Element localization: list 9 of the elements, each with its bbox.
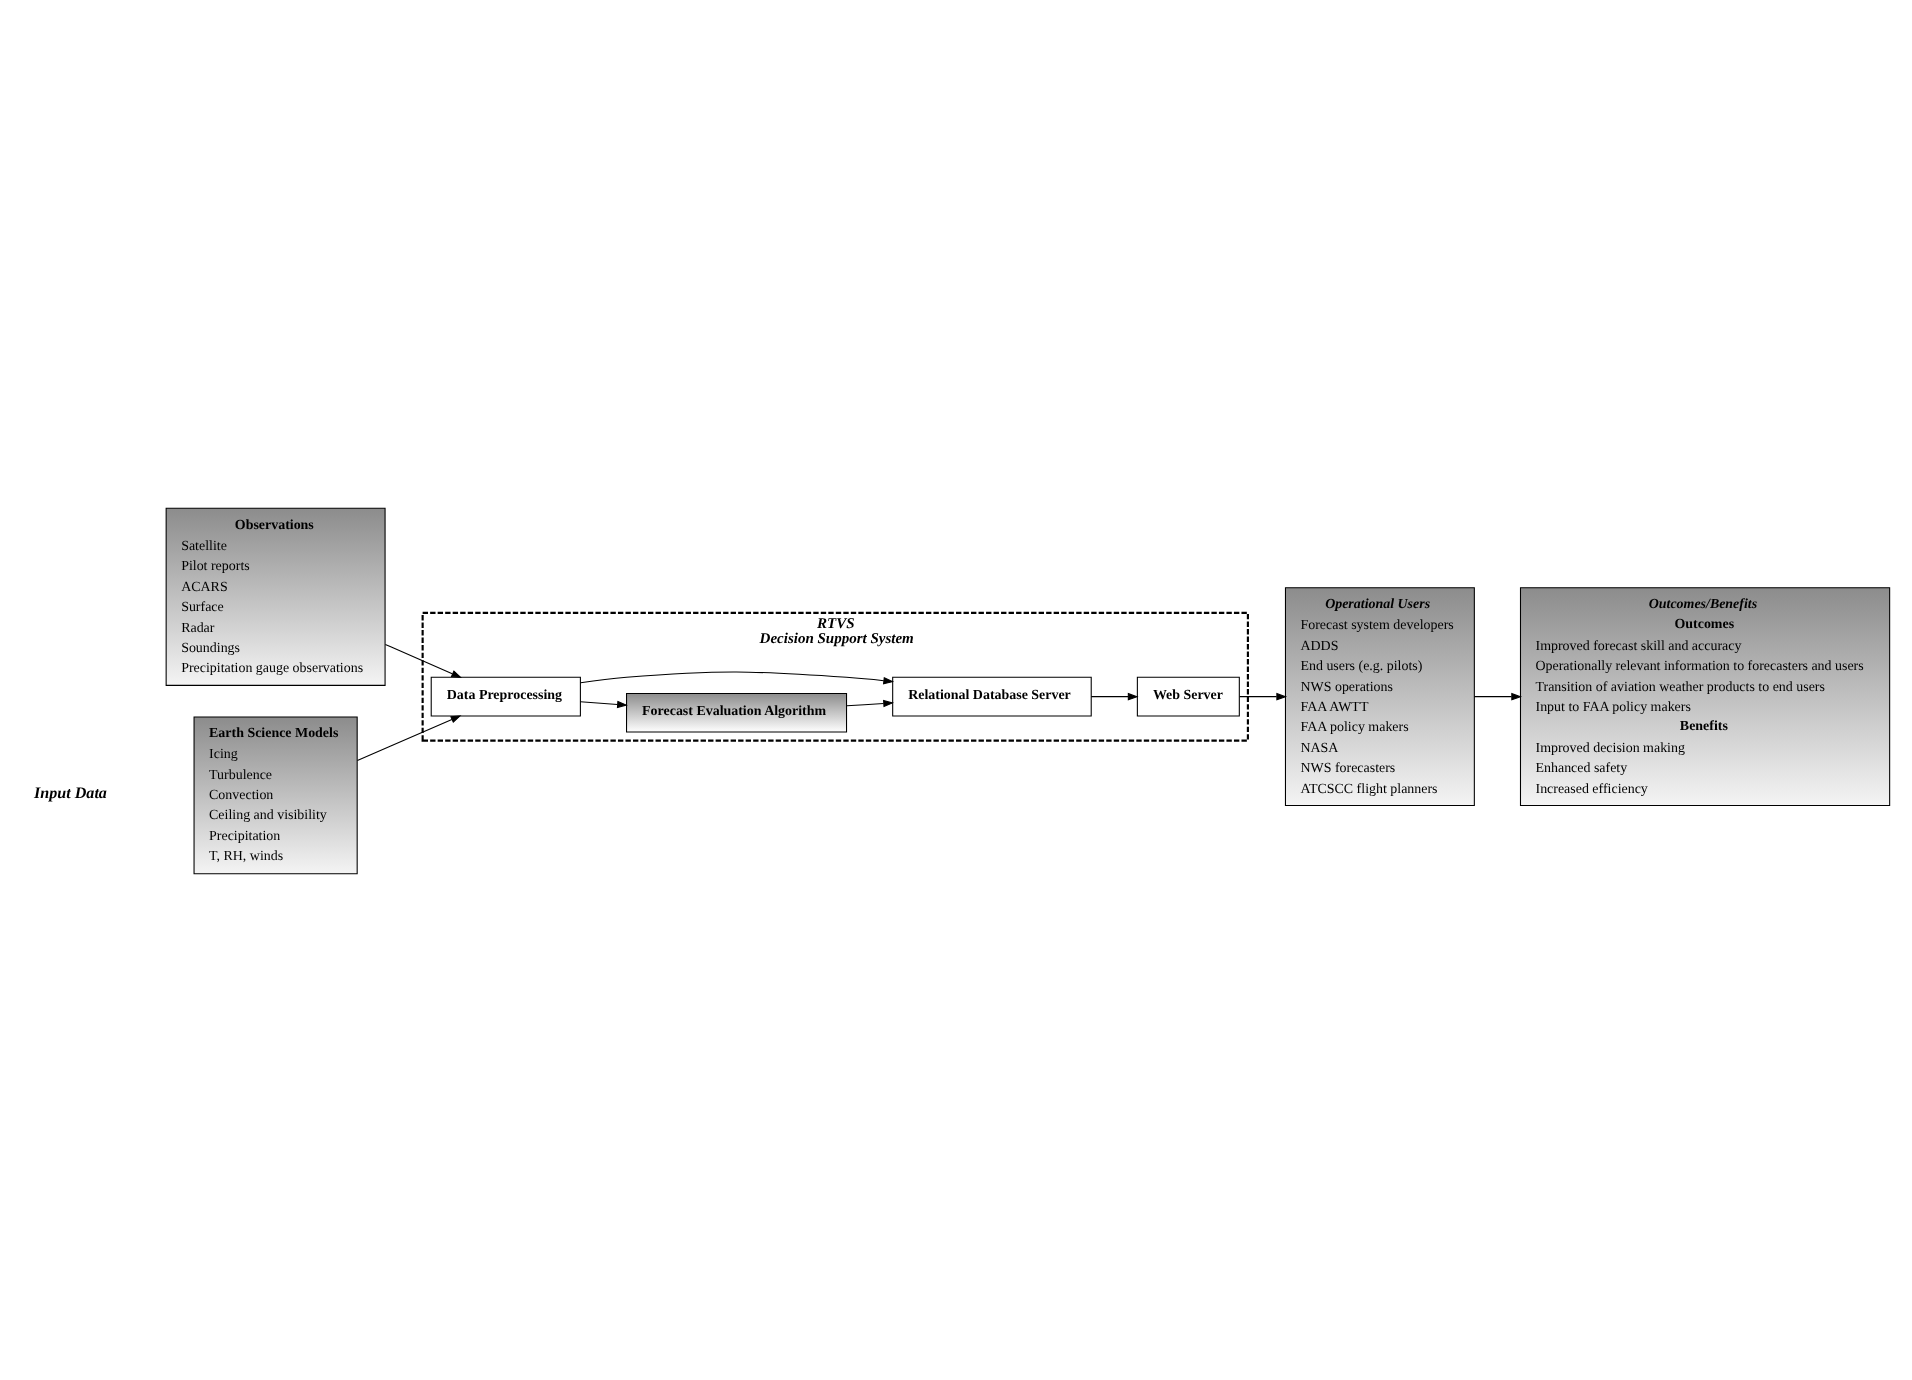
arrow — [1090, 691, 1139, 700]
arrow — [580, 670, 895, 684]
arrow — [356, 714, 462, 760]
arrow — [384, 642, 463, 677]
label: Input Data — [34, 783, 107, 802]
arrow — [1473, 691, 1522, 700]
arrow — [1239, 691, 1288, 700]
arrow — [579, 699, 628, 708]
arrow — [846, 698, 894, 707]
